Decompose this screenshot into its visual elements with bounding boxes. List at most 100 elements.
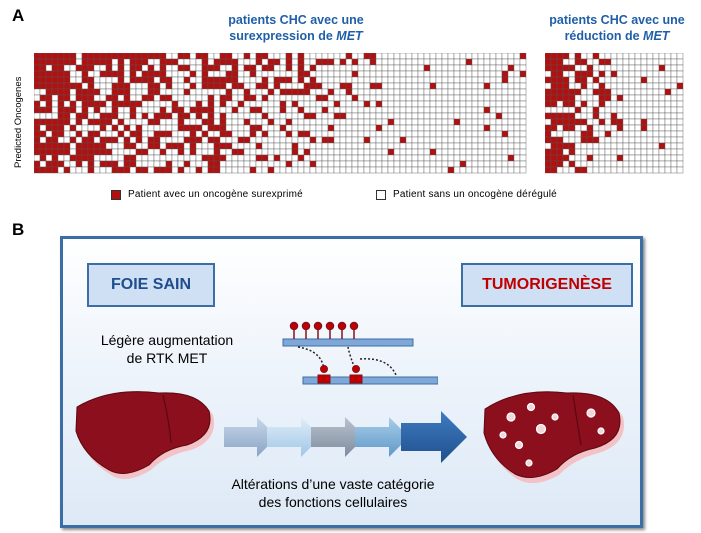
heatmap-cell bbox=[177, 124, 185, 132]
heatmap-cell bbox=[177, 142, 185, 150]
heatmap-cell bbox=[255, 136, 263, 144]
heatmap-cell bbox=[616, 88, 624, 96]
heatmap-cell bbox=[255, 160, 263, 168]
heatmap-cell bbox=[435, 124, 443, 132]
heatmap-cell bbox=[417, 166, 425, 174]
heatmap-cell bbox=[483, 136, 491, 144]
heatmap-cell bbox=[177, 94, 185, 102]
heatmap-cell bbox=[75, 148, 83, 156]
heatmap-cell bbox=[39, 82, 47, 90]
heatmap-cell bbox=[423, 112, 431, 120]
progression-arrows bbox=[224, 411, 467, 463]
heatmap-cell bbox=[501, 124, 509, 132]
heatmap-cell bbox=[117, 124, 125, 132]
heatmap-cell bbox=[189, 58, 197, 66]
heatmap-cell bbox=[381, 118, 389, 126]
heatmap-cell bbox=[375, 88, 383, 96]
heatmap-cell bbox=[381, 94, 389, 102]
heatmap-cell bbox=[658, 94, 666, 102]
heatmap-cell bbox=[369, 82, 377, 90]
heatmap-cell bbox=[652, 160, 660, 168]
heatmap-cell bbox=[423, 58, 431, 66]
heatmap-cell bbox=[123, 130, 131, 138]
heatmap-cell bbox=[45, 118, 53, 126]
heatmap-cell bbox=[345, 148, 353, 156]
heatmap-cell bbox=[345, 142, 353, 150]
heatmap-cell bbox=[291, 70, 299, 78]
heatmap-cell bbox=[670, 166, 678, 174]
heatmap-cell bbox=[435, 76, 443, 84]
heatmap-cell bbox=[664, 148, 672, 156]
heatmap-cell bbox=[471, 64, 479, 72]
heatmap-cell bbox=[411, 64, 419, 72]
heatmap-cell bbox=[369, 160, 377, 168]
heatmap-cell bbox=[105, 112, 113, 120]
heatmap-cell bbox=[417, 136, 425, 144]
heatmap-cell bbox=[441, 58, 449, 66]
heatmap-cell bbox=[459, 130, 467, 138]
heatmap-cell bbox=[303, 142, 311, 150]
heatmap-cell bbox=[81, 160, 89, 168]
heatmap-cell bbox=[459, 136, 467, 144]
heatmap-cell bbox=[441, 70, 449, 78]
heatmap-cell bbox=[279, 64, 287, 72]
heatmap-cell bbox=[345, 136, 353, 144]
heatmap-cell bbox=[273, 124, 281, 132]
heatmap-cell bbox=[291, 160, 299, 168]
heatmap-cell bbox=[63, 53, 71, 60]
heatmap-cell bbox=[429, 70, 437, 78]
heatmap-cell bbox=[465, 94, 473, 102]
heatmap-cell bbox=[429, 58, 437, 66]
heatmap-cell bbox=[658, 70, 666, 78]
heatmap-cell bbox=[51, 160, 59, 168]
heatmap-cell bbox=[63, 76, 71, 84]
heatmap-cell bbox=[99, 112, 107, 120]
heatmap-cell bbox=[333, 58, 341, 66]
heatmap-cell bbox=[123, 148, 131, 156]
heatmap-cell bbox=[297, 76, 305, 84]
heatmap-cell bbox=[111, 64, 119, 72]
heatmap-cell bbox=[123, 136, 131, 144]
heatmap-cell bbox=[513, 136, 521, 144]
heatmap-cell bbox=[658, 64, 666, 72]
heatmap-cell bbox=[261, 88, 269, 96]
heatmap-cell bbox=[81, 58, 89, 66]
heatmap-cell bbox=[57, 94, 65, 102]
heatmap-cell bbox=[189, 106, 197, 114]
alterations-line2: des fonctions cellulaires bbox=[258, 494, 408, 510]
heatmap-cell bbox=[429, 130, 437, 138]
heatmap-cell bbox=[201, 58, 209, 66]
heatmap-cell bbox=[616, 142, 624, 150]
heatmap-cell bbox=[628, 118, 636, 126]
heatmap-cell bbox=[616, 94, 624, 102]
heatmap-cell bbox=[159, 64, 167, 72]
heatmap-cell bbox=[604, 94, 612, 102]
heatmap-cell bbox=[129, 88, 137, 96]
heatmap-cell bbox=[453, 70, 461, 78]
heatmap-cell bbox=[604, 136, 612, 144]
heatmap-cell bbox=[357, 76, 365, 84]
heatmap-cell bbox=[387, 112, 395, 120]
heatmap-cell bbox=[123, 88, 131, 96]
heatmap-cell bbox=[34, 118, 41, 126]
heatmap-cell bbox=[580, 70, 588, 78]
heatmap-cell bbox=[129, 160, 137, 168]
heatmap-cell bbox=[670, 94, 678, 102]
heatmap-cell bbox=[598, 142, 606, 150]
heatmap-cell bbox=[459, 148, 467, 156]
heatmap-cell bbox=[628, 106, 636, 114]
heatmap-cell bbox=[81, 166, 89, 174]
heatmap-cell bbox=[351, 130, 359, 138]
heatmap-cell bbox=[309, 136, 317, 144]
heatmap-cell bbox=[501, 76, 509, 84]
heatmap-cell bbox=[129, 82, 137, 90]
heatmap-cell bbox=[195, 94, 203, 102]
heatmap-cell bbox=[141, 112, 149, 120]
heatmap-cell bbox=[219, 112, 227, 120]
heatmap-cell bbox=[117, 148, 125, 156]
heatmap-cell bbox=[483, 94, 491, 102]
heatmap-cell bbox=[357, 58, 365, 66]
heatmap-cell bbox=[441, 154, 449, 162]
heatmap-cell bbox=[628, 88, 636, 96]
heatmap-cell bbox=[592, 118, 600, 126]
